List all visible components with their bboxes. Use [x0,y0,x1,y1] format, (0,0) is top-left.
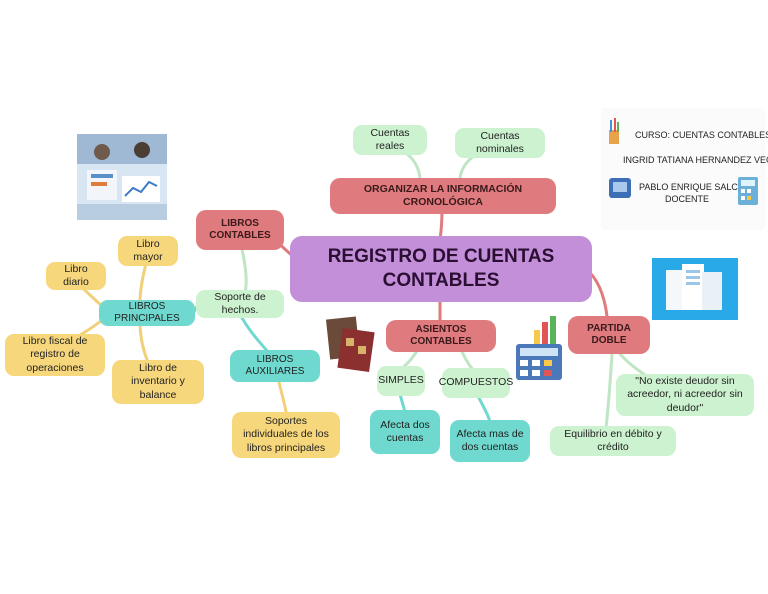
teacher-role: DOCENTE [665,194,710,204]
node-libros-principales: LIBROS PRINCIPALES [99,300,195,326]
node-organizar: ORGANIZAR LA INFORMACIÓN CRONOLÓGICA [330,178,556,214]
connector-principales-mayor [138,260,148,304]
course-info-card: CURSO: CUENTAS CONTABLES INGRID TATIANA … [603,110,768,228]
node-afecta-dos: Afecta dos cuentas [370,410,440,454]
pencil-cup-icon [609,118,619,144]
central-node: REGISTRO DE CUENTAS CONTABLES [290,236,592,302]
node-libro-inventario: Libro de inventario y balance [112,360,204,404]
connector-partida-equilibrio [604,352,614,430]
node-cuentas-nominales: Cuentas nominales [455,128,545,158]
node-compuestos: COMPUESTOS [439,368,513,398]
teacher-name: PABLO ENRIQUE SALCEDO [639,182,758,192]
node-asientos-contables: ASIENTOS CONTABLES [386,320,496,352]
node-partida-doble: PARTIDA DOBLE [568,316,650,354]
node-cuentas-reales: Cuentas reales [353,125,427,155]
node-libro-mayor: Libro mayor [118,236,178,266]
node-soporte-hechos: Soporte de hechos. [196,290,284,318]
course-label: CURSO: CUENTAS CONTABLES [635,130,768,140]
office-photo-image [77,134,167,220]
calculator-icon [738,177,758,205]
mailbox-icon [609,178,631,198]
node-libro-diario: Libro diario [46,262,106,290]
connector-principales-inventario [138,320,150,364]
connector-soporte-auxiliares [238,312,272,356]
node-soportes-individuales: Soportes individuales de los libros prin… [232,412,340,458]
node-equilibrio: Equilibrio en débito y crédito [550,426,676,456]
node-simples: SIMPLES [377,366,425,396]
node-quote: "No existe deudor sin acreedor, ni acree… [616,374,754,416]
documents-image [652,258,738,320]
node-afecta-mas: Afecta mas de dos cuentas [450,420,530,462]
node-libros-contables: LIBROS CONTABLES [196,210,284,250]
connector-auxiliares-soportes [276,376,288,414]
calculator-chart-image [516,316,562,380]
passbooks-image [325,316,375,373]
node-libro-fiscal: Libro fiscal de registro de operaciones [5,334,105,376]
student-name: INGRID TATIANA HERNANDEZ VEGA [623,155,768,165]
node-libros-auxiliares: LIBROS AUXILIARES [230,350,320,382]
